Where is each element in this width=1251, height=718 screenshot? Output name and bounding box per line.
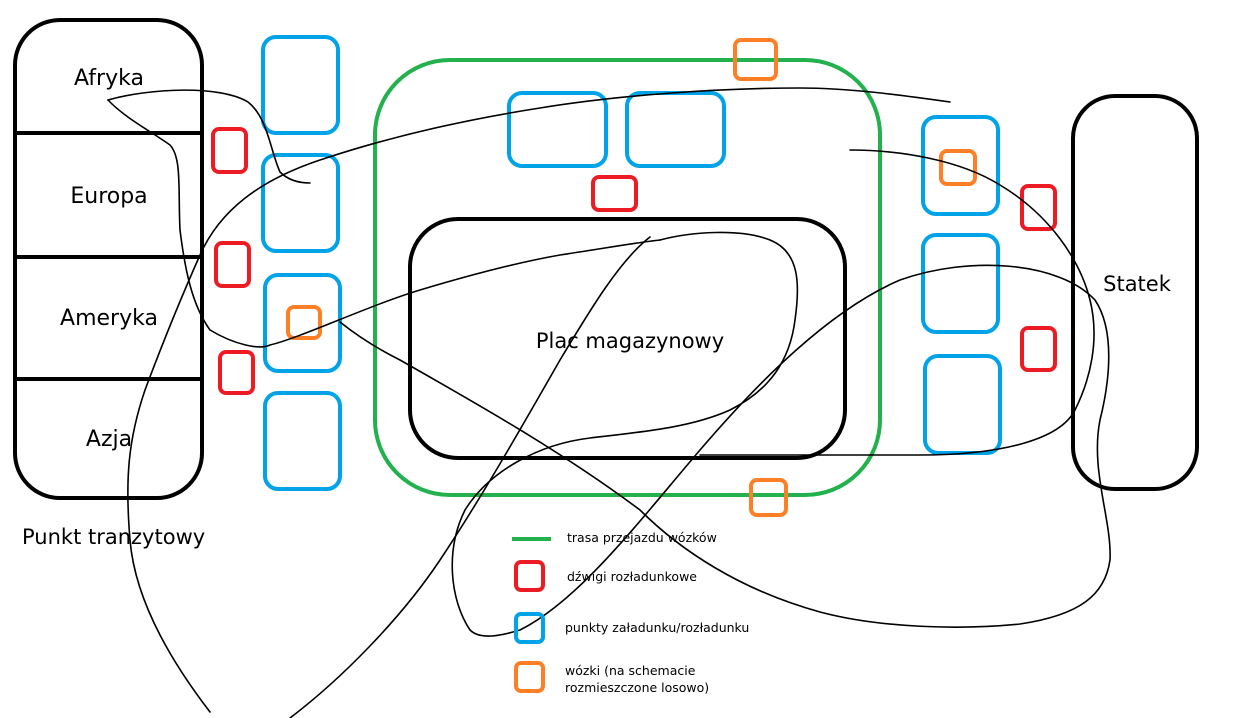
loading-point <box>263 273 342 373</box>
ship-label: Statek <box>1103 272 1172 296</box>
legend-cart-swatch <box>514 661 545 693</box>
ship <box>1071 94 1199 491</box>
scribble-line <box>107 99 661 348</box>
region-europe: Europa <box>70 184 147 209</box>
transit-point: Afryka Europa Ameryka Azja <box>13 18 204 500</box>
warehouse <box>408 217 847 460</box>
freehand-scribble <box>107 87 1111 718</box>
cart <box>286 305 322 340</box>
legend-crane-swatch <box>514 560 545 592</box>
scribble-line <box>107 89 311 184</box>
cart <box>939 149 977 186</box>
loading-point <box>921 115 1000 216</box>
cart <box>749 478 788 517</box>
loading-point <box>261 153 340 253</box>
cranes-right <box>1020 184 1057 372</box>
region-africa: Afryka <box>74 66 144 91</box>
crane <box>1020 326 1057 372</box>
loading-point <box>923 354 1002 455</box>
legend: trasa przejazdu wózków dźwigi rozładunko… <box>512 530 749 695</box>
crane <box>591 175 638 212</box>
loading-point <box>625 91 726 168</box>
crane <box>218 350 255 395</box>
scribble-line <box>127 87 951 713</box>
crane <box>1020 184 1057 231</box>
crane <box>214 241 251 288</box>
loading-points-left <box>261 35 342 491</box>
loading-point <box>261 35 340 135</box>
cranes-left <box>211 127 255 395</box>
cart-route <box>373 58 882 497</box>
scribble-line <box>699 149 1095 456</box>
region-asia: Azja <box>86 427 132 452</box>
legend-cart-label: wózki (na schemacie <box>565 663 696 678</box>
legend-route-label: trasa przejazdu wózków <box>567 530 717 545</box>
warehouse-label: Plac magazynowy <box>536 329 724 353</box>
loading-point <box>507 91 608 168</box>
transit-point-caption: Punkt tranzytowy <box>22 525 205 549</box>
loading-point <box>921 233 1000 334</box>
scribble-line <box>339 231 1111 637</box>
legend-point-swatch <box>514 612 545 644</box>
crane <box>211 127 248 174</box>
legend-crane-label: dźwigi rozładunkowe <box>567 569 697 584</box>
legend-point-label: punkty załadunku/rozładunku <box>565 620 749 635</box>
region-america: Ameryka <box>60 306 158 331</box>
loading-point <box>263 391 342 491</box>
cart <box>733 38 778 81</box>
scribble-line <box>289 236 651 718</box>
carts <box>286 38 977 517</box>
legend-cart-label-2: rozmieszczone losowo) <box>565 680 709 695</box>
